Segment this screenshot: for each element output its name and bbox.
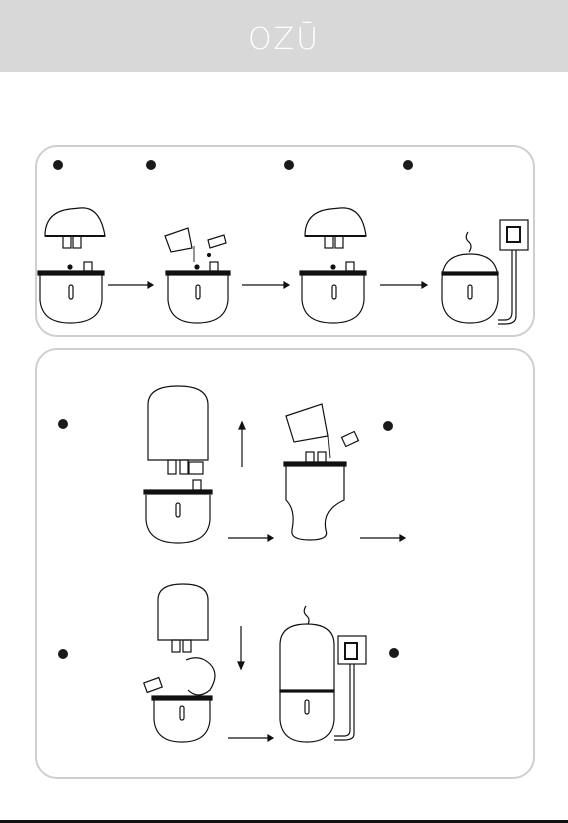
step2-illustration xyxy=(165,228,230,323)
step4-illustration xyxy=(442,220,528,324)
step6-illustration xyxy=(284,404,358,540)
step7-illustration xyxy=(144,584,215,742)
step5-illustration xyxy=(144,386,212,543)
step8-illustration xyxy=(280,606,366,742)
step1-illustration xyxy=(38,208,105,323)
step3-illustration xyxy=(300,208,366,323)
